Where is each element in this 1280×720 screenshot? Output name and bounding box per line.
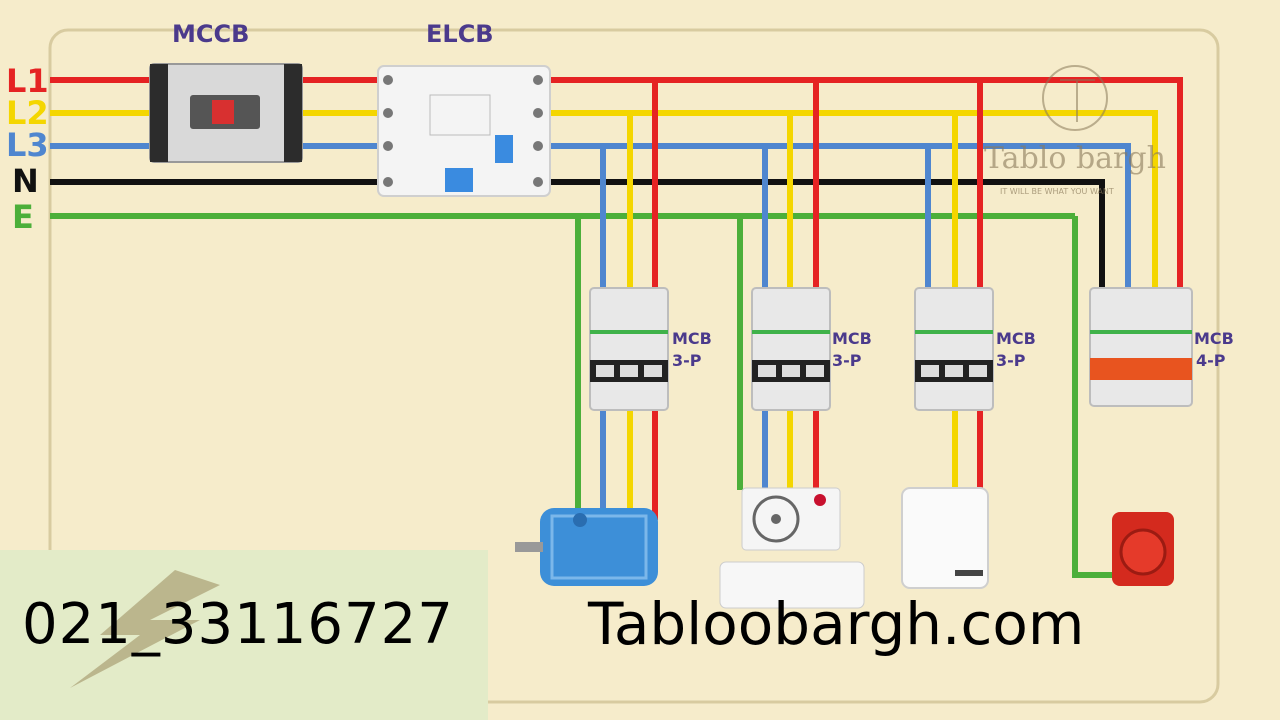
motor-icon [515, 508, 658, 586]
bus-label-l3: L3 [6, 126, 49, 164]
bus-label-n: N [12, 162, 39, 200]
mcb-3-label-bottom: 3-P [996, 351, 1026, 370]
industrial-socket-icon [1112, 512, 1174, 586]
busbars [550, 77, 1183, 578]
load-wires [600, 405, 983, 520]
brand-tagline: IT WILL BE WHAT YOU WANT [1000, 187, 1114, 196]
mcb-1-label-bottom: 3-P [672, 351, 702, 370]
elcb-device [377, 65, 551, 197]
mcb-3p-2 [751, 287, 831, 411]
mcb-4-label-bottom: 4-P [1196, 351, 1226, 370]
incoming-wires [50, 77, 1075, 219]
mcb-2-label-bottom: 3-P [832, 351, 862, 370]
mcb-2-label-top: MCB [832, 329, 872, 348]
elcb-label: ELCB [426, 20, 494, 48]
mcb-3p-3 [914, 287, 994, 411]
mcb-3-label-top: MCB [996, 329, 1036, 348]
mcb-4p [1089, 287, 1193, 407]
contact-panel [0, 550, 488, 720]
mccb-label: MCCB [172, 20, 249, 48]
mcb-1-label-top: MCB [672, 329, 712, 348]
branch-drops [575, 80, 983, 520]
brand-name: Tablo bargh [984, 141, 1166, 176]
bus-label-l2: L2 [6, 94, 49, 132]
diagram-frame [48, 28, 1220, 704]
mcb-3p-1 [589, 287, 669, 411]
lightning-icon [70, 570, 220, 688]
brand-logo [1042, 65, 1108, 131]
bus-label-e: E [12, 198, 34, 236]
air-conditioner-icon [719, 487, 865, 609]
water-heater-icon [901, 487, 989, 589]
website-url[interactable]: Tabloobargh.com [588, 590, 1085, 658]
bus-label-l1: L1 [6, 62, 49, 100]
phone-number: 021_33116727 [22, 592, 454, 657]
mcb-4-label-top: MCB [1194, 329, 1234, 348]
mccb-breaker [149, 63, 303, 163]
